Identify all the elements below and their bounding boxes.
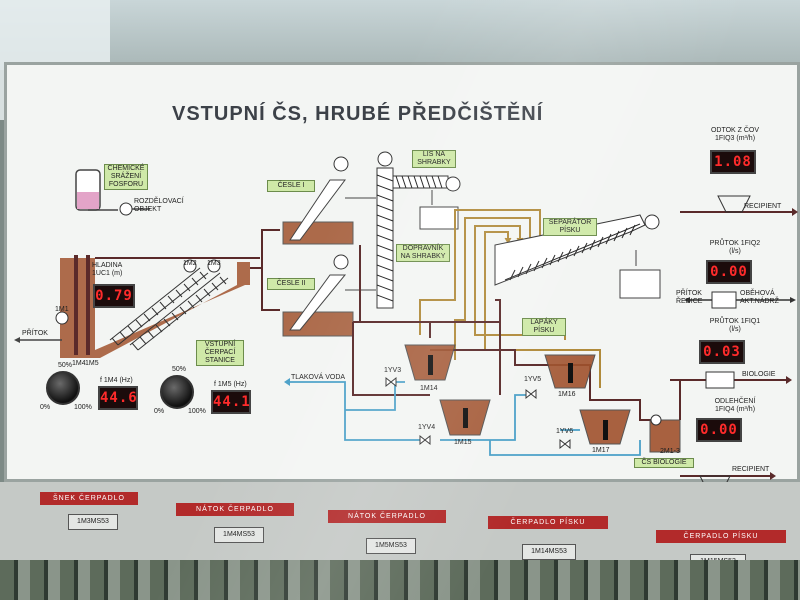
room-background [0, 0, 800, 120]
label-lis: LIS NA SHRABKY [412, 150, 456, 168]
tag-cerpadlo-pisku-1: ČERPADLO PÍSKU [488, 516, 608, 529]
label-pritok-redice: PŘÍTOK ŘEDICE [676, 290, 703, 305]
speed-knob-1m5[interactable] [160, 375, 194, 409]
motor-press-icon [445, 176, 461, 192]
screen-1-channel [282, 221, 354, 245]
led-fiq1: 0.03 [699, 340, 745, 364]
label-pritok: PŘÍTOK [22, 330, 48, 337]
knob1-min: 0% [40, 404, 51, 411]
label-recipient-2: RECIPIENT [732, 466, 770, 473]
label-f1m5: f 1M5 (Hz) [214, 381, 247, 388]
flowmeter-fiq1 [705, 371, 735, 389]
led-f1m4: 44.6 [98, 386, 138, 410]
label-prutok1: PRŮTOK 1FIQ1 (l/s) [709, 318, 761, 333]
screw-pump-1 [109, 267, 209, 346]
label-vstupni-cerpaci: VSTUPNÍ ČERPACÍ STANICE [196, 340, 244, 366]
page-title: VSTUPNÍ ČS, HRUBÉ PŘEDČIŠTĚNÍ [172, 103, 544, 125]
knob2-min: 0% [154, 408, 165, 415]
screenings-container [419, 206, 459, 230]
motor-cesle1-icon [333, 156, 349, 172]
synoptic-panel [4, 62, 800, 482]
label-f1m4: f 1M4 (Hz) [100, 377, 133, 384]
label-hladina: HLADINA 1UC1 (m) [92, 262, 123, 277]
motor-1m1-icon [55, 311, 69, 325]
label-1yv4: 1YV4 [418, 424, 436, 431]
led-fiq3: 1.08 [710, 150, 756, 174]
label-1m3: 1M3 [207, 260, 221, 267]
label-prutok2: PRŮTOK 1FIQ2 (l/s) [709, 240, 761, 255]
valve-1yv5-icon [525, 388, 537, 400]
label-1m2: 1M2 [183, 260, 197, 267]
inlet-well [60, 258, 250, 358]
label-biologie: BIOLOGIE [742, 371, 776, 378]
screen-1-rake [289, 179, 346, 241]
knob2-mid: 50% [172, 366, 187, 373]
label-rozdelovaci: ROZDĚLOVACÍ OBJEKT [134, 198, 184, 213]
flowmeter-fiq2 [711, 291, 737, 309]
label-1m15: 1M15 [454, 439, 472, 446]
label-1yv3: 1YV3 [384, 367, 402, 374]
outflow-funnel-1 [717, 195, 751, 213]
motor-cesle2-icon [333, 254, 349, 270]
motor-separator-icon [644, 214, 660, 230]
sand-container [619, 269, 661, 299]
valve-1yv3-icon [385, 376, 397, 388]
label-1yv6: 1YV6 [556, 428, 574, 435]
label-1m16: 1M16 [558, 391, 576, 398]
label-cs-biologie: ČS BIOLOGIE [634, 458, 694, 468]
switch-1m3ms53[interactable]: 1M3MS53 [68, 514, 118, 530]
screen-2-channel [282, 311, 354, 337]
valve-1yv6-icon [559, 438, 571, 450]
motor-1m2-icon [183, 259, 197, 273]
label-2m1-3: 2M1-3 [660, 448, 680, 455]
tag-cerpadlo-pisku-2: ČERPADLO PÍSKU [656, 530, 786, 543]
led-hladina: 0.79 [93, 284, 135, 308]
valve-1yv4-icon [419, 434, 431, 446]
screw-pump-2 [129, 272, 229, 351]
label-recipient-1: RECIPIENT [744, 203, 782, 210]
label-cesle1: ČESLE I [267, 180, 315, 192]
tag-natok-cerpadlo-1: NÁTOK ČERPADLO [176, 503, 294, 516]
label-odtok: ODTOK Z ČOV 1FIQ3 (m³/h) [710, 127, 760, 142]
screen-2-rake [289, 274, 347, 331]
switch-1m14ms53[interactable]: 1M14MS53 [522, 544, 576, 560]
label-1m17: 1M17 [592, 447, 610, 454]
label-1yv5: 1YV5 [524, 376, 542, 383]
switch-1m5ms53[interactable]: 1M5MS53 [366, 538, 416, 554]
label-separator: SEPARÁTOR PÍSKU [543, 218, 597, 236]
led-f1m5: 44.1 [211, 390, 251, 414]
tag-snek-cerpadlo: ŠNEK ČERPADLO [40, 492, 138, 505]
switch-1m4ms53[interactable]: 1M4MS53 [214, 527, 264, 543]
label-obehova: OBĚHOVÁ AKT.NÁDRŽ [740, 290, 779, 305]
label-1m14: 1M14 [420, 385, 438, 392]
tag-natok-cerpadlo-2: NÁTOK ČERPADLO [328, 510, 446, 523]
pump-icon [119, 202, 133, 216]
motor-1m3-icon [207, 259, 221, 273]
label-1m1: 1M1 [55, 306, 69, 313]
knob2-max: 100% [188, 408, 206, 415]
label-dopravnik: DOPRAVNÍK NA SHRABKY [396, 244, 450, 262]
led-fiq2: 0.00 [706, 260, 752, 284]
terminal-hardware [0, 560, 800, 600]
level-probe [74, 255, 78, 355]
knob1-max: 100% [74, 404, 92, 411]
motor-conveyor-icon [377, 151, 393, 167]
knob1-mid: 50% [58, 362, 73, 369]
label-1m4: 1M4 [72, 360, 86, 367]
led-fiq4: 0.00 [696, 418, 742, 442]
speed-knob-1m4[interactable] [46, 371, 80, 405]
label-lapaky: LAPÁKY PÍSKU [522, 318, 566, 336]
label-odlehceni: ODLEHČENÍ 1FIQ4 (m³/h) [714, 398, 756, 413]
label-cesle2: ČESLE II [267, 278, 315, 290]
chemical-tank-fill [77, 192, 99, 209]
label-tlakova-voda: TLAKOVÁ VODA [291, 374, 346, 381]
label-chemical: CHEMICKÉ SRÁŽENÍ FOSFORU [104, 164, 148, 190]
label-1m5: 1M5 [85, 360, 99, 367]
